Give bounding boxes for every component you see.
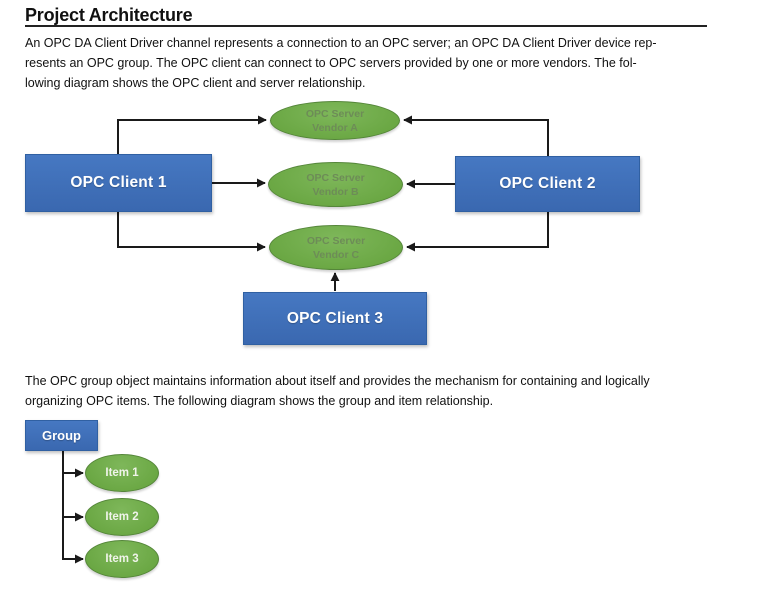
item1-label: Item 1 — [105, 467, 139, 479]
item2-label: Item 2 — [105, 511, 139, 523]
connector-client1-vendorA — [117, 115, 267, 154]
client3-label: OPC Client 3 — [286, 309, 384, 327]
intro-line: An OPC DA Client Driver channel represen… — [25, 36, 657, 50]
connector-client1-vendorC — [117, 212, 266, 252]
serverA-ellipse: OPC Server Vendor A — [270, 101, 400, 140]
serverA-label-line2: Vendor A — [312, 121, 358, 134]
intro-paragraph: An OPC DA Client Driver channel represen… — [25, 33, 725, 93]
client1-box: OPC Client 1 — [25, 154, 212, 212]
group-label: Group — [42, 428, 81, 443]
group-paragraph: The OPC group object maintains informati… — [25, 371, 725, 411]
connector-group-item3 — [62, 451, 84, 564]
client1-label: OPC Client 1 — [70, 174, 167, 191]
intro-line: resents an OPC group. The OPC client can… — [25, 56, 637, 70]
connector-client2-vendorA — [403, 115, 549, 156]
group-paragraph-line: The OPC group object maintains informati… — [25, 374, 650, 388]
heading-divider — [25, 25, 707, 27]
item3-ellipse: Item 3 — [85, 540, 159, 578]
item1-ellipse: Item 1 — [85, 454, 159, 492]
item3-label: Item 3 — [105, 553, 139, 565]
intro-line: lowing diagram shows the OPC client and … — [25, 76, 366, 90]
group-box: Group — [25, 420, 98, 451]
serverC-label-line2: Vendor C — [312, 248, 360, 261]
client2-box: OPC Client 2 — [455, 156, 640, 212]
serverC-ellipse: OPC Server Vendor C — [269, 225, 403, 270]
group-paragraph-line: organizing OPC items. The following diag… — [25, 394, 494, 408]
serverB-ellipse: OPC Server Vendor B — [268, 162, 403, 207]
client2-label: OPC Client 2 — [499, 175, 596, 192]
serverC-label-line1: OPC Server — [306, 234, 366, 247]
serverA-label-line1: OPC Server — [305, 107, 365, 120]
serverB-label-line2: Vendor B — [312, 185, 359, 198]
page-title: Project Architecture — [25, 5, 193, 25]
connector-client2-vendorC — [406, 212, 549, 252]
item2-ellipse: Item 2 — [85, 498, 159, 536]
client3-box: OPC Client 3 — [243, 292, 427, 345]
serverB-label-line1: OPC Server — [306, 171, 365, 184]
